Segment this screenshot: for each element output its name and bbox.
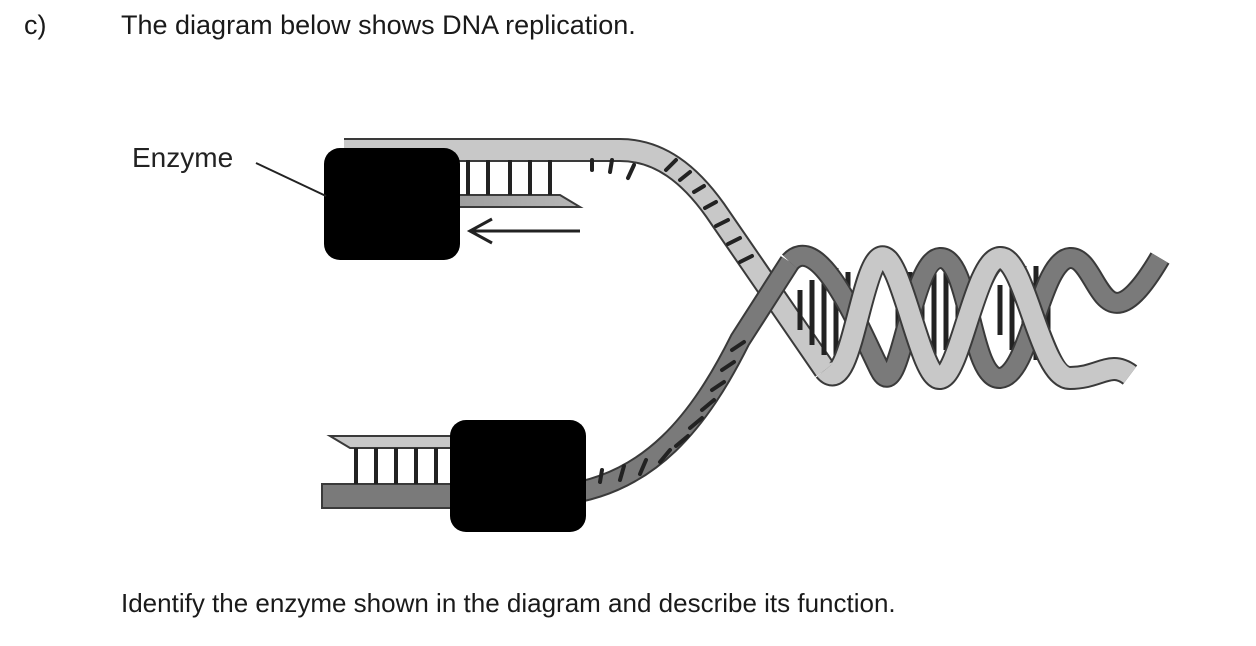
template-strand-lower (558, 256, 800, 506)
exposed-bases-upper (590, 158, 754, 264)
question-intro: The diagram below shows DNA replication. (121, 10, 636, 40)
exposed-bases-lower (598, 340, 746, 484)
double-helix (781, 245, 1170, 391)
question-label: c) (24, 10, 47, 40)
new-strand-upper (439, 194, 584, 208)
synthesis-direction-arrow (466, 217, 580, 245)
paired-bases-upper (466, 160, 552, 195)
question-prompt: Identify the enzyme shown in the diagram… (121, 588, 896, 618)
enzyme-pointer-line (255, 162, 327, 197)
paired-bases-lower (354, 448, 438, 484)
new-strand-lower (326, 435, 461, 449)
enzyme-block-upper (324, 148, 460, 260)
enzyme-label: Enzyme (132, 142, 233, 173)
enzyme-block-lower (450, 420, 586, 532)
